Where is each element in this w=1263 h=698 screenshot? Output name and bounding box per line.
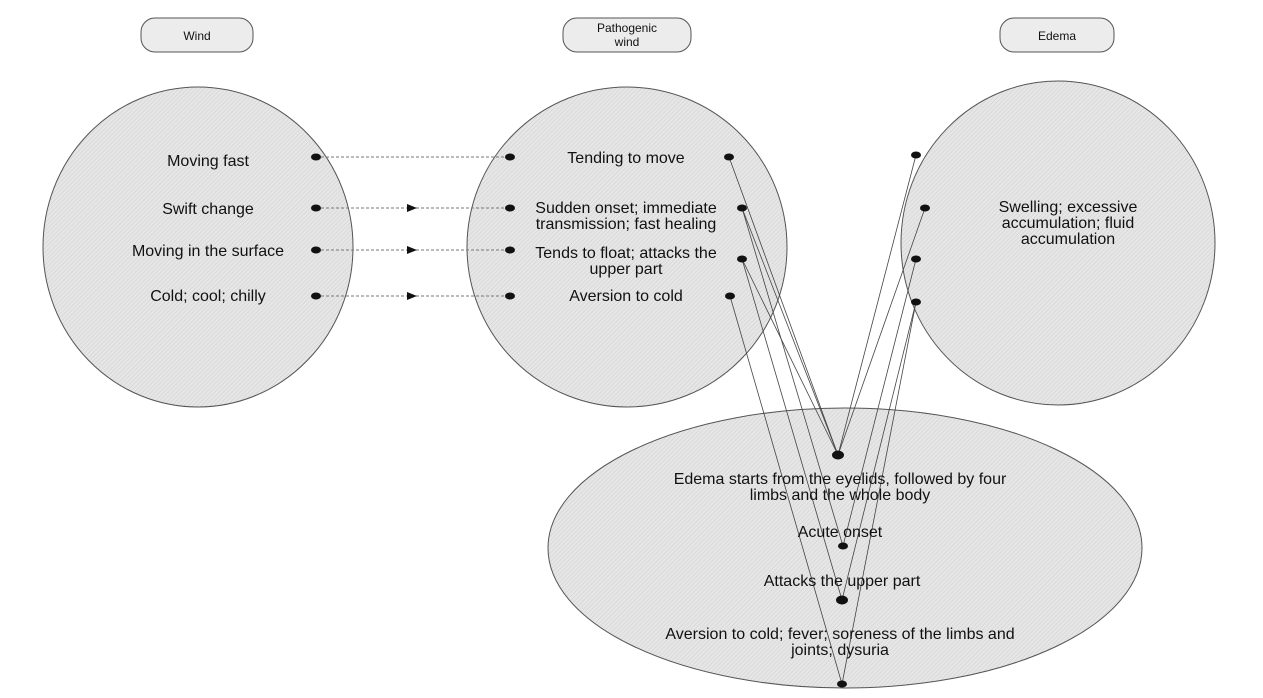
- dot-pw-right-2: [737, 204, 747, 212]
- dot-pw-left-1: [505, 153, 515, 161]
- connector-tending-to-move-edema: [728, 156, 839, 456]
- dot-pw-right-3: [737, 255, 747, 263]
- connector-float-edema: [741, 258, 839, 456]
- pathogenic-wind-title-line1: Pathogenic: [597, 21, 657, 35]
- bottom-item-acute-onset: Acute onset: [798, 524, 883, 541]
- dot-pw-left-2: [505, 204, 515, 212]
- dot-bottom-1: [832, 450, 844, 460]
- connector-float-upper: [741, 258, 843, 601]
- bottom-item-edema-eyelids-line1: Edema starts from the eyelids, followed …: [674, 471, 1007, 488]
- dot-wind-cold: [311, 292, 321, 300]
- dot-pw-right-1: [724, 153, 734, 161]
- bottom-item-edema-eyelids-line2: limbs and the whole body: [750, 487, 931, 504]
- wind-item-surface: Moving in the surface: [132, 243, 284, 260]
- dot-pw-left-4: [505, 292, 515, 300]
- wind-title-box: [140, 17, 254, 53]
- connector-edema-c: [842, 258, 917, 547]
- pathogenic-item-sudden-onset-line2: transmission; fast healing: [536, 216, 717, 233]
- bottom-item-attacks-upper: Attacks the upper part: [764, 573, 921, 590]
- dot-edema-1: [911, 151, 921, 159]
- connector-edema-a: [837, 154, 917, 456]
- edema-title-box: [999, 17, 1115, 53]
- bottom-item-aversion-line1: Aversion to cold; fever; soreness of the…: [665, 626, 1014, 643]
- pathogenic-item-float-line1: Tends to float; attacks the: [535, 245, 717, 262]
- wind-item-cold: Cold; cool; chilly: [150, 288, 266, 305]
- edema-item-line1: Swelling; excessive: [999, 199, 1138, 216]
- pathogenic-item-float-line2: upper part: [590, 261, 663, 278]
- dot-pw-left-3: [505, 246, 515, 254]
- dot-edema-4: [911, 298, 921, 306]
- connector-edema-e: [841, 301, 917, 685]
- connector-sudden-onset-acute: [741, 207, 844, 547]
- connector-aversion-cold-fever: [729, 295, 843, 685]
- wind-circle: [42, 86, 354, 408]
- dot-edema-3: [911, 255, 921, 263]
- pathogenic-item-aversion-cold: Aversion to cold: [569, 288, 683, 305]
- edema-item-line2: accumulation; fluid: [1002, 215, 1135, 232]
- dot-pw-right-4: [725, 292, 735, 300]
- dot-wind-surface: [311, 246, 321, 254]
- dot-bottom-4: [837, 680, 847, 688]
- dot-wind-moving-fast: [311, 153, 321, 161]
- edema-title: Edema: [1038, 29, 1076, 43]
- pathogenic-item-tending-to-move: Tending to move: [567, 150, 685, 167]
- wind-item-swift-change: Swift change: [162, 201, 254, 218]
- dot-edema-2: [920, 204, 930, 212]
- connector-edema-b: [837, 207, 926, 456]
- bottom-item-aversion-line2: joints; dysuria: [790, 642, 889, 659]
- dot-bottom-3: [836, 595, 848, 605]
- edema-circle: [900, 80, 1216, 406]
- wind-title: Wind: [183, 29, 210, 43]
- pathogenic-item-sudden-onset-line1: Sudden onset; immediate: [535, 200, 717, 217]
- edema-item-line3: accumulation: [1021, 231, 1115, 248]
- dot-wind-swift-change: [311, 204, 321, 212]
- pathogenic-wind-title-line2: wind: [614, 35, 640, 49]
- connector-edema-d: [841, 301, 917, 601]
- connector-sudden-onset-edema: [741, 207, 839, 456]
- wind-item-moving-fast: Moving fast: [167, 153, 249, 170]
- pathogenic-wind-circle: [466, 86, 788, 408]
- dot-bottom-2: [838, 542, 848, 550]
- pathogenic-wind-title-box: [562, 17, 692, 53]
